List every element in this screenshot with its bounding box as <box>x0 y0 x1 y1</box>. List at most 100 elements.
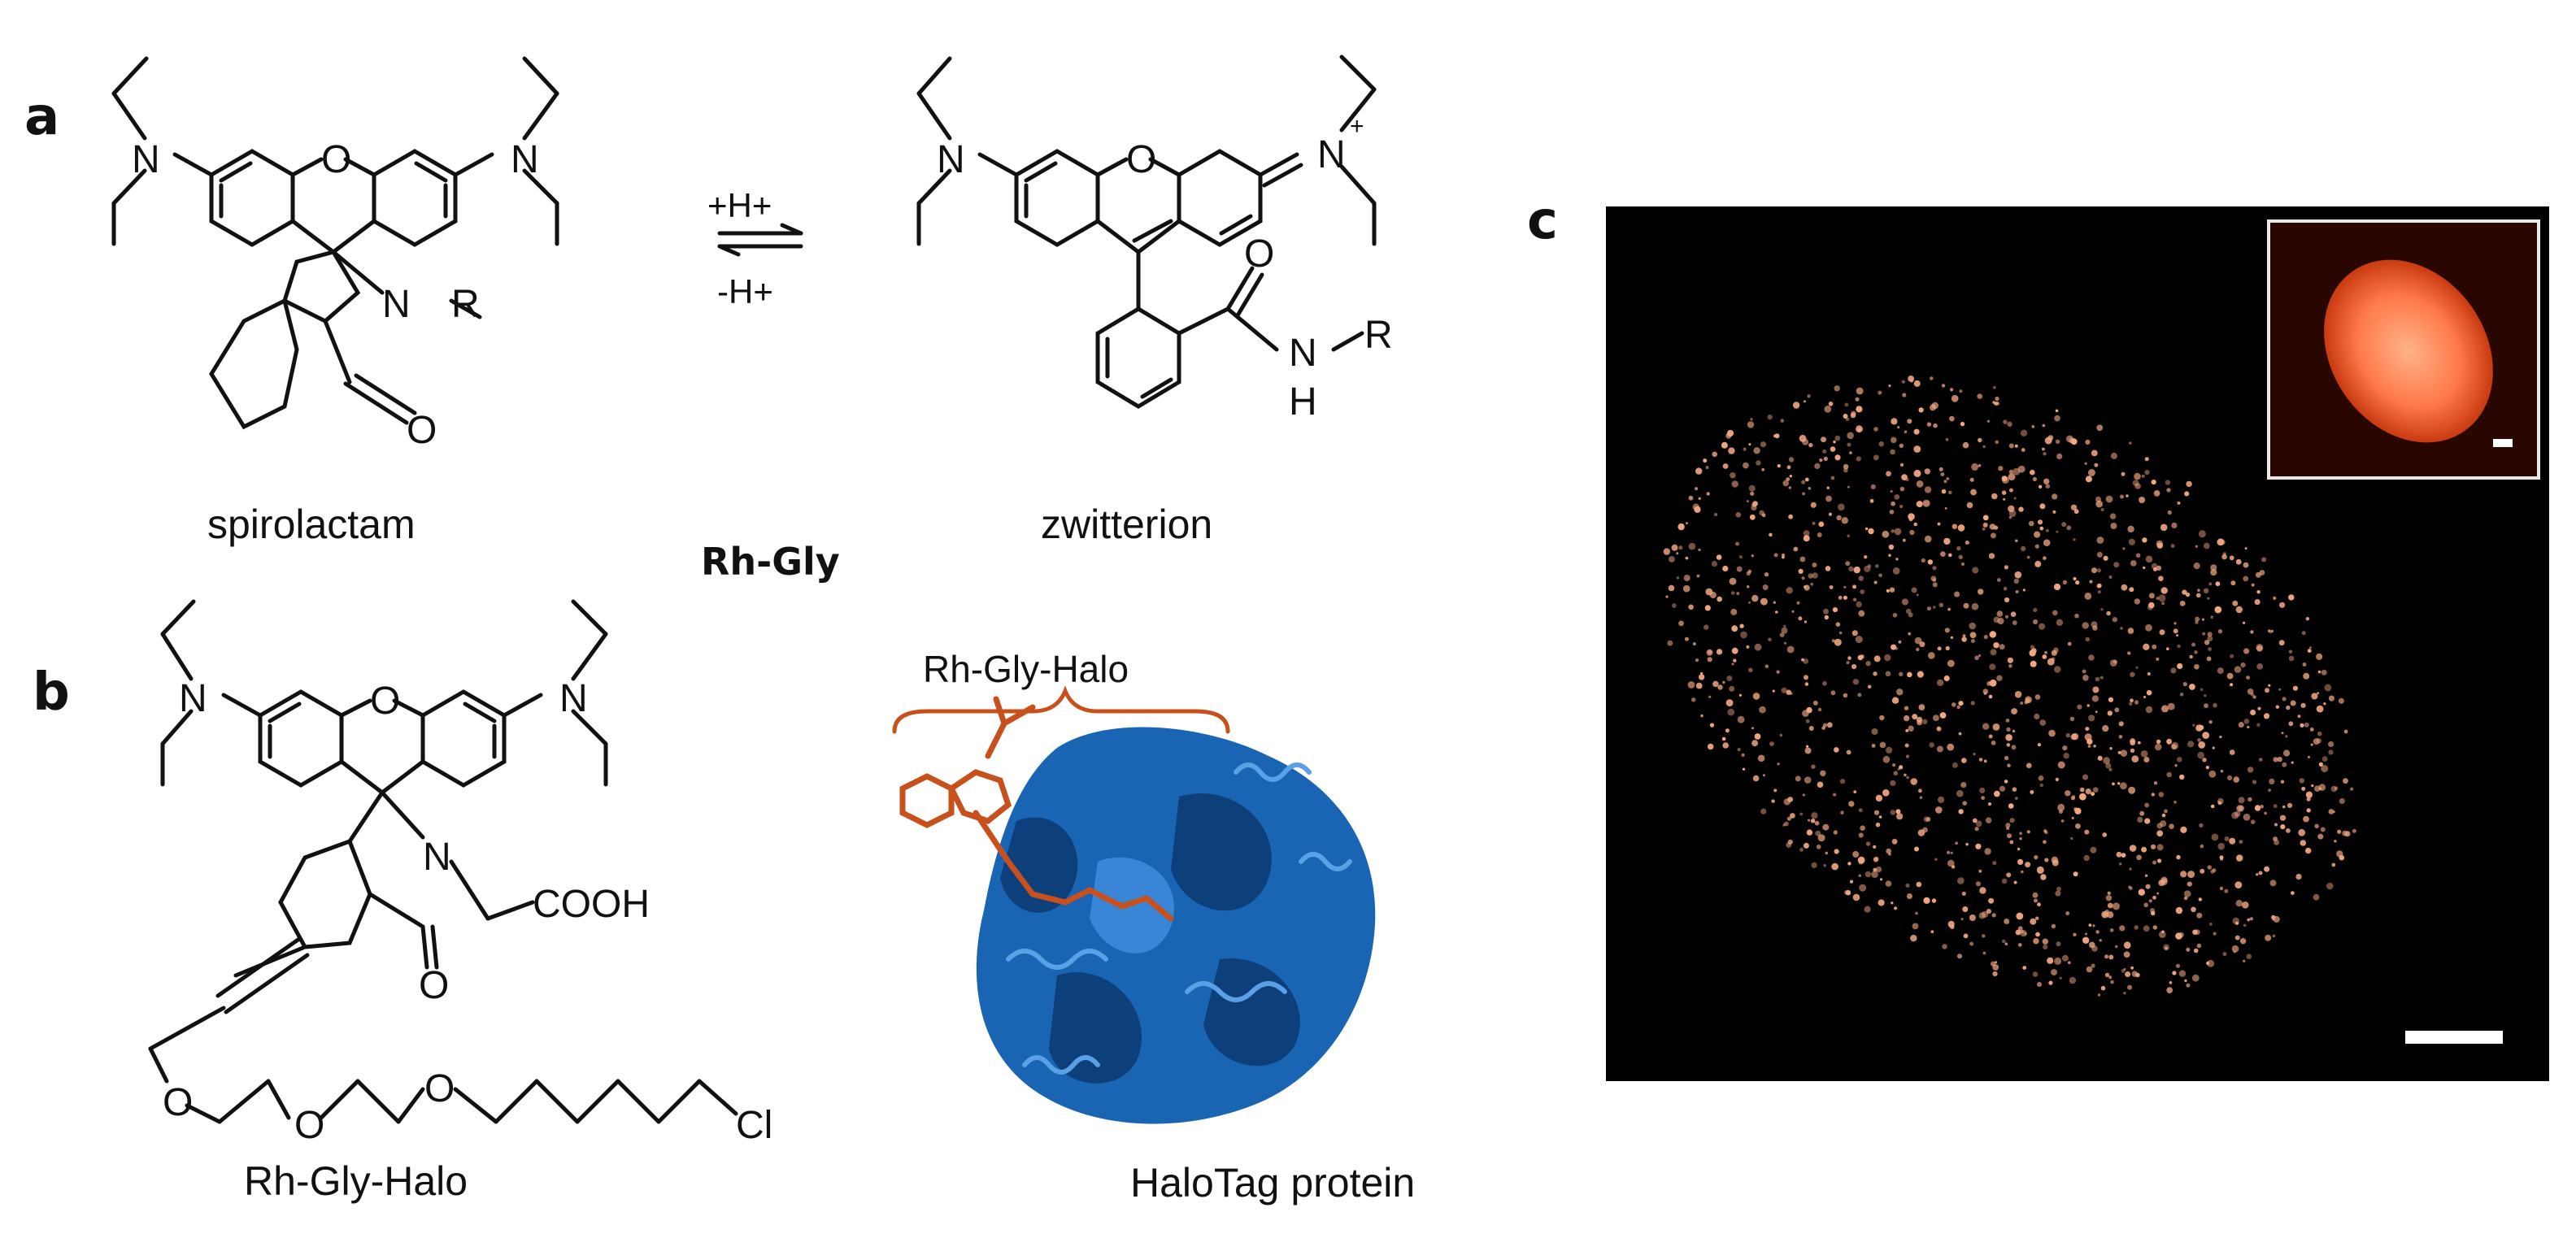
punctum <box>1705 466 1709 470</box>
punctum <box>1839 779 1846 784</box>
punctum <box>2156 892 2160 895</box>
punctum <box>1858 610 1865 617</box>
punctum <box>2091 792 2095 797</box>
punctum <box>1802 793 1805 797</box>
punctum <box>1822 681 1827 686</box>
punctum <box>2127 628 2134 634</box>
punctum <box>2008 515 2012 519</box>
punctum <box>1821 726 1825 730</box>
punctum <box>2082 937 2086 941</box>
punctum <box>1805 719 1810 723</box>
punctum <box>1891 697 1899 704</box>
punctum <box>1807 819 1811 822</box>
punctum <box>2032 476 2037 482</box>
punctum <box>1847 656 1852 660</box>
punctum <box>1688 604 1694 610</box>
punctum <box>2092 924 2095 927</box>
punctum <box>2074 613 2079 619</box>
punctum <box>2003 497 2006 501</box>
punctum <box>2278 688 2282 691</box>
punctum <box>2171 741 2179 749</box>
punctum <box>2016 912 2024 920</box>
punctum <box>2256 723 2261 727</box>
punctum <box>1843 463 1849 470</box>
punctum <box>1986 681 1992 686</box>
punctum <box>2160 523 2168 532</box>
punctum <box>1687 681 1695 689</box>
punctum <box>1856 387 1864 395</box>
punctum <box>1746 645 1750 649</box>
punctum <box>2088 654 2095 661</box>
punctum <box>1754 733 1761 740</box>
punctum <box>1891 838 1898 845</box>
punctum <box>2187 871 2195 879</box>
punctum <box>1907 419 1912 424</box>
punctum <box>2136 854 2142 861</box>
punctum <box>2317 692 2320 695</box>
punctum <box>2144 470 2150 476</box>
punctum <box>1782 480 1789 487</box>
punctum <box>1879 715 1885 721</box>
punctum <box>1777 464 1781 468</box>
punctum <box>2091 450 2098 457</box>
punctum <box>2158 594 2166 602</box>
punctum <box>2239 840 2243 844</box>
punctum <box>1979 887 1986 894</box>
punctum <box>1849 451 1852 454</box>
punctum <box>2023 932 2027 936</box>
atom-O-b2: O <box>419 964 449 1007</box>
punctum <box>1672 603 1677 608</box>
punctum <box>1825 495 1832 502</box>
punctum <box>1847 534 1850 537</box>
punctum <box>2270 629 2274 633</box>
punctum <box>2243 813 2251 821</box>
punctum <box>1992 971 1998 977</box>
punctum <box>2166 771 2172 778</box>
punctum <box>2123 967 2126 971</box>
punctum <box>1678 545 1683 550</box>
punctum <box>2097 590 2101 594</box>
punctum <box>2156 844 2164 851</box>
punctum <box>1746 571 1751 576</box>
punctum <box>1698 548 1701 552</box>
punctum <box>1978 437 1982 443</box>
punctum <box>1899 671 1904 676</box>
punctum <box>1748 443 1751 446</box>
punctum <box>1803 535 1810 542</box>
punctum <box>2121 471 2126 476</box>
punctum <box>1721 736 1726 741</box>
punctum <box>2006 727 2011 732</box>
punctum <box>2179 693 2184 697</box>
punctum <box>2176 854 2181 860</box>
forward-condition: +H+ <box>707 186 772 224</box>
punctum <box>2040 874 2047 880</box>
punctum <box>2306 808 2311 813</box>
punctum <box>1714 513 1718 516</box>
punctum <box>1678 620 1684 627</box>
punctum <box>1969 622 1976 630</box>
punctum <box>1916 647 1920 652</box>
punctum <box>2056 619 2064 626</box>
punctum <box>2033 938 2039 945</box>
punctum <box>2030 790 2034 794</box>
atom-O-z2: O <box>1244 232 1274 276</box>
punctum <box>2208 770 2217 778</box>
punctum <box>2062 745 2068 751</box>
punctum <box>1948 490 1952 495</box>
punctum <box>1873 671 1878 676</box>
punctum <box>2308 646 2312 649</box>
punctum <box>1781 627 1788 634</box>
punctum <box>1665 595 1669 598</box>
punctum <box>1995 440 1999 445</box>
punctum <box>2103 913 2107 917</box>
punctum <box>1908 517 1913 522</box>
punctum <box>2314 823 2319 828</box>
punctum <box>1716 649 1723 655</box>
punctum <box>2053 583 2061 591</box>
punctum <box>2014 797 2018 800</box>
punctum <box>2260 804 2264 809</box>
punctum <box>1828 402 1834 406</box>
punctum <box>2219 736 2222 739</box>
punctum <box>2100 608 2104 611</box>
punctum <box>2184 491 2190 497</box>
